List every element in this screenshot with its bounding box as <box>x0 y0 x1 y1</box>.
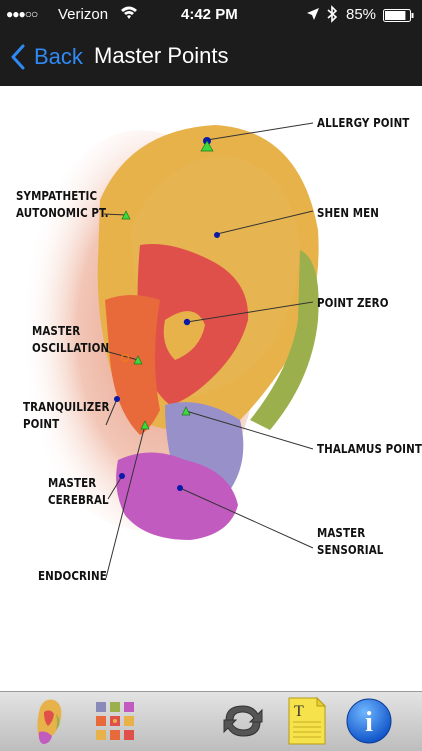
label-master-sensorial-line2: SENSORIAL <box>317 543 384 557</box>
label-shen-men[interactable]: SHEN MEN <box>317 205 379 222</box>
battery-icon <box>383 9 415 26</box>
label-allergy-text: ALLERGY POINT <box>317 116 410 130</box>
info-button[interactable]: i <box>345 697 393 750</box>
label-endocrine-text: ENDOCRINE <box>38 569 107 583</box>
location-icon <box>306 7 320 25</box>
ear-button[interactable] <box>34 696 64 751</box>
info-glyph: i <box>365 707 373 738</box>
label-sympathetic-line1: SYMPATHETIC <box>16 189 98 203</box>
notes-glyph: T <box>294 703 304 720</box>
chevron-left-icon <box>11 44 25 70</box>
label-endocrine[interactable]: ENDOCRINE <box>38 568 107 585</box>
marker-master-oscillation <box>133 355 143 365</box>
carrier-name: Verizon <box>58 6 109 23</box>
label-sympathetic-line2: AUTONOMIC PT. <box>16 206 109 220</box>
grid-icon <box>96 702 134 740</box>
grid-button[interactable] <box>94 700 136 747</box>
label-shen-men-text: SHEN MEN <box>317 206 380 220</box>
marker-endocrine <box>140 420 150 430</box>
marker-master-oscillation-orange <box>120 353 130 363</box>
marker-master-cerebral <box>119 473 125 479</box>
info-icon: i <box>346 698 392 744</box>
label-master-cerebral-line2: CEREBRAL <box>48 493 109 507</box>
back-label: Back <box>34 44 83 69</box>
label-master-cerebral[interactable]: MASTER CEREBRAL <box>48 475 109 509</box>
label-point-zero[interactable]: POINT ZERO <box>317 295 389 312</box>
clock: 4:42 PM <box>181 6 238 23</box>
refresh-icon <box>223 705 263 737</box>
notes-button[interactable]: T <box>287 696 327 751</box>
marker-shen-men <box>214 232 220 238</box>
label-thalamus-text: THALAMUS POINT <box>317 442 422 456</box>
marker-point-zero <box>183 318 191 326</box>
status-bar: ●●●○○ Verizon 4:42 PM 85% <box>0 0 422 30</box>
page-title: Master Points <box>94 43 229 68</box>
label-tranquilizer-line1: TRANQUILIZER <box>23 400 110 414</box>
battery-percent: 85% <box>346 6 377 23</box>
ear-illustration <box>20 122 319 579</box>
marker-master-sensorial <box>177 485 183 491</box>
label-master-cerebral-line1: MASTER <box>48 476 97 490</box>
wifi-icon <box>120 5 138 25</box>
label-master-osc-line2: OSCILLATION <box>32 341 110 355</box>
ear-diagram-area: ALLERGY POINT SYMPATHETIC AUTONOMIC PT. … <box>0 86 422 691</box>
ear-icon <box>37 699 62 744</box>
refresh-button[interactable] <box>218 698 268 749</box>
label-master-osc-line1: MASTER <box>32 324 81 338</box>
back-button[interactable]: Back <box>10 42 83 72</box>
marker-sympathetic <box>121 210 131 220</box>
label-tranquilizer[interactable]: TRANQUILIZER POINT <box>23 399 110 433</box>
label-master-sensorial-line1: MASTER <box>317 526 366 540</box>
navigation-bar: Back Master Points <box>0 30 422 86</box>
signal-dots-icon: ●●●○○ <box>6 7 38 21</box>
marker-allergy-green <box>200 140 214 152</box>
label-tranquilizer-line2: POINT <box>23 417 60 431</box>
label-allergy-point[interactable]: ALLERGY POINT <box>317 115 409 132</box>
label-master-oscillation[interactable]: MASTER OSCILLATION <box>32 323 109 357</box>
label-point-zero-text: POINT ZERO <box>317 296 389 310</box>
label-master-sensorial[interactable]: MASTER SENSORIAL <box>317 525 383 559</box>
marker-thalamus <box>181 406 191 416</box>
notes-icon: T <box>288 696 327 745</box>
label-sympathetic[interactable]: SYMPATHETIC AUTONOMIC PT. <box>16 188 109 222</box>
label-thalamus[interactable]: THALAMUS POINT <box>317 441 422 458</box>
marker-tranquilizer <box>114 396 120 402</box>
bluetooth-icon <box>326 5 338 27</box>
bottom-toolbar: T i <box>0 691 422 751</box>
